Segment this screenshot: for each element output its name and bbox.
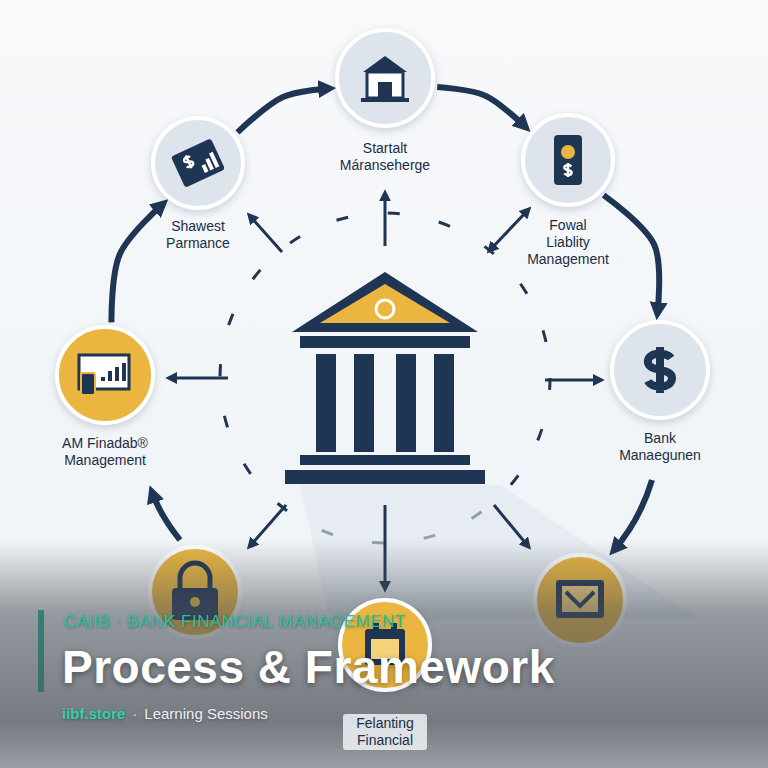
icon-tablet xyxy=(171,138,225,187)
node-text: Bank Manaegunen xyxy=(614,430,706,464)
node-text: Startalt Máranseherge xyxy=(330,140,440,174)
circle-outline xyxy=(337,30,433,126)
cycle-node: Fowal Liablity Management xyxy=(519,111,617,267)
node-text: Fowal Liablity Management xyxy=(526,217,610,267)
icon-base xyxy=(361,98,409,102)
cycle-node: Bank Manaegunen xyxy=(608,318,712,464)
doc-bar xyxy=(122,363,126,381)
footer-text: Learning Sessions xyxy=(144,705,267,722)
column xyxy=(316,354,336,452)
title-text: Process & Framework xyxy=(62,640,555,694)
doc-bar xyxy=(115,367,119,381)
footer-row: iibf.store · Learning Sessions xyxy=(62,705,268,722)
base-step xyxy=(285,470,485,484)
radial-arrow xyxy=(545,379,600,382)
node-label: Shawest Parmance xyxy=(156,218,240,252)
node-text: Felanting Financial xyxy=(343,714,427,750)
cycle-arrow xyxy=(111,204,162,322)
icon-door xyxy=(378,82,392,98)
footer-text: · xyxy=(132,705,137,722)
node-label: AM Finadab® Management xyxy=(55,435,155,469)
node-label: Bank Manaegunen xyxy=(614,430,706,464)
doc-bar xyxy=(108,371,112,381)
footer-text: iibf.store xyxy=(62,705,125,722)
icon-roof xyxy=(363,56,407,72)
node-icon xyxy=(171,138,225,187)
cycle-node: AM Finadab® Management xyxy=(53,323,157,469)
tablet-body xyxy=(171,138,225,187)
pediment-inner xyxy=(320,284,450,323)
node-icon xyxy=(361,56,409,102)
base-step xyxy=(300,455,470,465)
node-icon xyxy=(79,355,129,395)
node-label: Startalt Máranseherge xyxy=(330,140,440,174)
course-tag: CAIIB · BANK FINANCIAL MANAGEMENT xyxy=(64,612,406,632)
node-circle xyxy=(333,26,437,130)
cycle-arrow xyxy=(604,195,660,313)
doc-bar xyxy=(101,377,105,381)
column xyxy=(434,354,454,452)
node-circle xyxy=(519,111,617,209)
cycle-arrow xyxy=(152,492,180,540)
column xyxy=(354,354,374,452)
dollar-symbol xyxy=(564,163,571,177)
dollar-symbol xyxy=(182,154,194,170)
radial-arrow xyxy=(490,210,528,250)
node-circle xyxy=(149,114,247,212)
circle-outline xyxy=(612,322,708,418)
node-label: Fowal Liablity Management xyxy=(526,217,610,267)
node-circle xyxy=(53,323,157,427)
radial-arrow xyxy=(250,216,282,252)
cycle-arrow xyxy=(437,87,525,127)
pediment-emblem xyxy=(376,300,394,318)
dollar-symbol xyxy=(648,347,672,393)
circle-outline xyxy=(523,115,613,205)
node-circle xyxy=(608,318,712,422)
node-label: Felanting Financial xyxy=(343,714,427,750)
phone-body xyxy=(554,135,582,185)
node-text: AM Finadab® Management xyxy=(55,435,155,469)
icon-wall xyxy=(367,72,403,98)
pediment xyxy=(292,272,478,332)
tag xyxy=(81,373,95,395)
node-icon xyxy=(648,347,672,393)
cycle-node: Shawest Parmance xyxy=(149,114,247,252)
node-icon xyxy=(554,135,582,185)
lintel xyxy=(300,336,470,348)
circle-outline xyxy=(57,327,153,423)
cycle-arrow xyxy=(237,88,328,132)
radial-arrow xyxy=(384,194,387,246)
radial-arrow xyxy=(170,377,228,380)
tablet-bar xyxy=(209,152,219,168)
cycle-node: Startalt Máranseherge xyxy=(328,26,442,174)
circle-outline xyxy=(153,118,243,208)
tablet-bar xyxy=(202,164,209,173)
node-text: Shawest Parmance xyxy=(156,218,240,252)
coin xyxy=(561,145,575,159)
column xyxy=(396,354,416,452)
